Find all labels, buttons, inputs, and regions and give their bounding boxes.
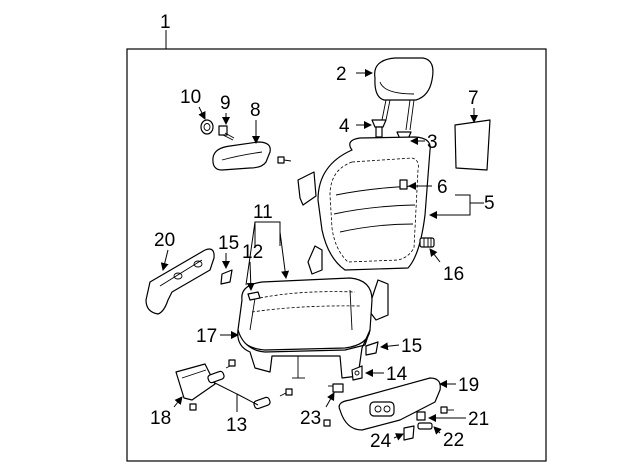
diagram-border [126,48,547,462]
bolt-23 [323,383,344,427]
callout-24: 24 [370,431,392,452]
side-cover-left [145,248,215,315]
armrest [212,141,271,171]
callout-10: 10 [180,87,201,108]
leader-10 [198,106,206,120]
leader-20 [160,249,169,271]
callout-19: 19 [458,375,479,396]
callout-15-left: 15 [218,233,239,254]
callout-17: 17 [196,326,217,347]
back-panel [454,119,491,171]
leader-24 [393,433,404,441]
spring [419,237,435,248]
callout-6: 6 [437,177,448,198]
cushion-clip [247,291,261,301]
headrest-guide-left [371,119,387,138]
callout-14: 14 [386,364,408,385]
callout-4: 4 [339,116,350,137]
armrest-cap [200,119,214,135]
callout-18: 18 [150,408,171,429]
armrest-screw [218,125,235,141]
leader-5 [429,194,471,219]
callout-23: 23 [300,408,321,429]
hinge-bracket [297,171,317,206]
recliner-hinge-right [369,279,389,321]
callout-8: 8 [250,100,261,121]
leader-11a [245,221,256,286]
callout-22: 22 [443,430,464,451]
callout-3: 3 [427,132,438,153]
callout-2: 2 [336,64,347,85]
leader-13b [236,393,259,406]
callout-15-right: 15 [401,336,422,357]
seat-frame [237,329,371,379]
rod-set [189,359,293,411]
callout-11: 11 [253,202,273,223]
seatback [317,136,431,271]
leader-18 [173,396,183,408]
seatback-clip [399,179,408,190]
switch-knob [416,411,426,421]
leader-12 [246,261,255,291]
clip-right [365,341,379,356]
callout-13: 13 [226,415,247,436]
leader-15b [380,342,400,351]
small-screw-21 [440,406,454,414]
bracket-24 [403,425,415,441]
small-screw [277,156,292,164]
clip-left [220,269,233,285]
seat-cushion [237,277,373,351]
callout-labels: 1 2 3 4 5 6 7 8 9 10 11 12 13 14 15 15 1… [150,12,495,452]
leader-23 [325,392,335,408]
recliner-hinge-left [307,245,323,275]
side-cover-right [338,377,441,431]
retainer-clip [351,365,363,381]
switch-handle [417,422,433,430]
callout-12: 12 [242,242,263,263]
callout-1: 1 [160,12,171,33]
callout-9: 9 [220,93,231,114]
leader-13a [212,381,238,412]
callout-5: 5 [484,193,495,214]
callout-20: 20 [154,230,175,251]
callout-7: 7 [468,88,479,109]
leader-11b [279,231,290,279]
front-trim [175,363,216,401]
leader-22 [433,426,442,435]
callout-21: 21 [468,409,489,430]
headrest [374,57,434,131]
callout-16: 16 [443,264,464,285]
leader-16 [429,248,441,263]
